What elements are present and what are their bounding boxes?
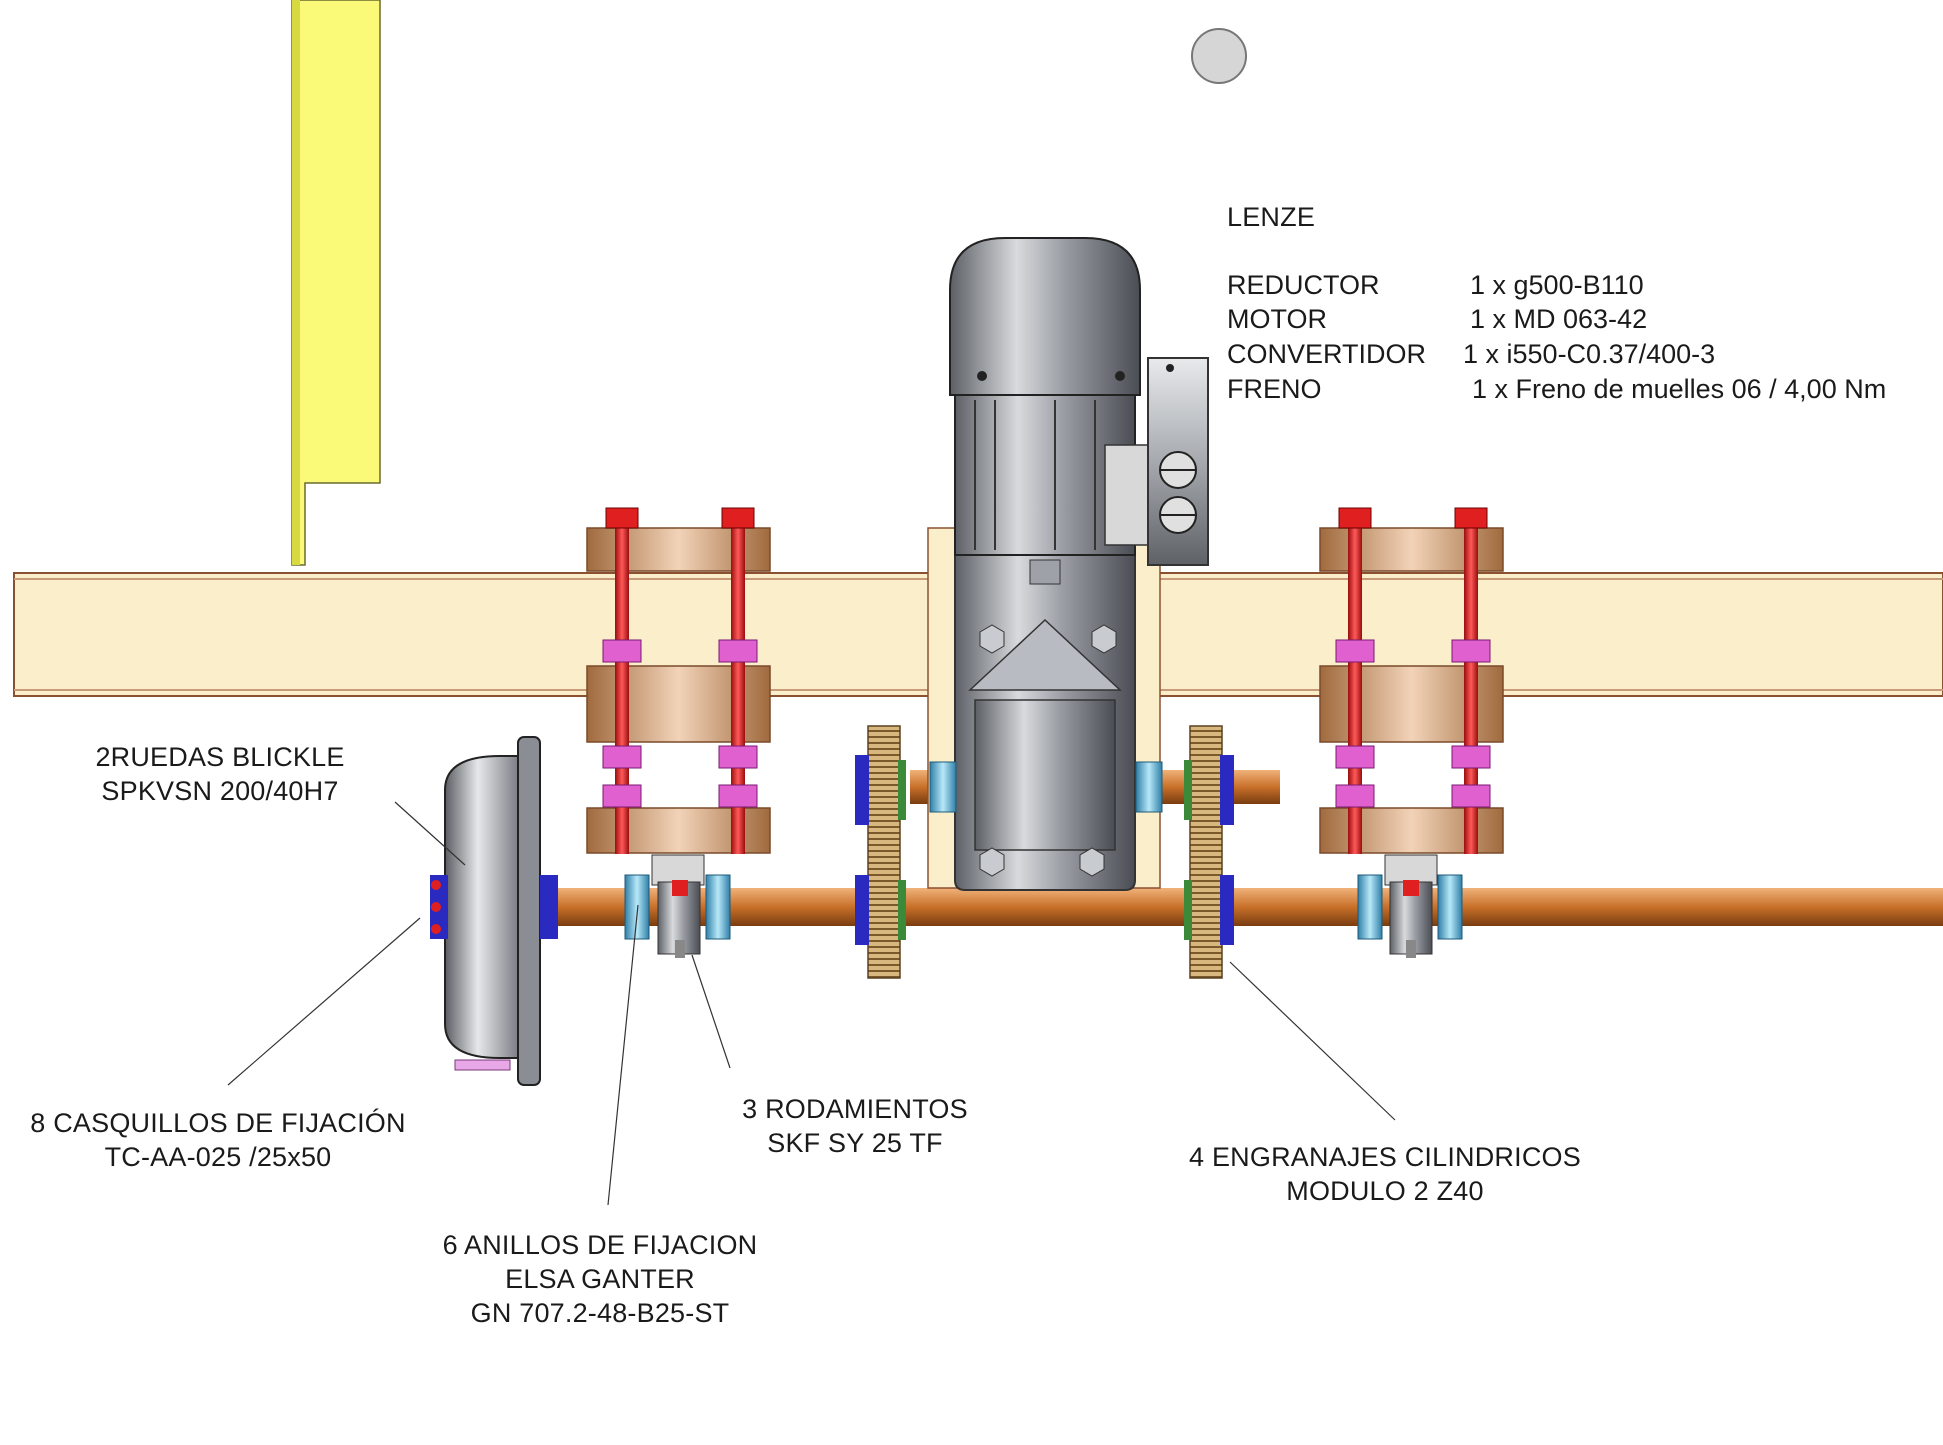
- callout-bushings-line1: 8 CASQUILLOS DE FIJACIÓN: [30, 1108, 406, 1138]
- terminal-box: [1104, 357, 1209, 566]
- callout-bearings-line2: SKF SY 25 TF: [767, 1128, 943, 1158]
- spec-key: CONVERTIDOR: [1227, 339, 1427, 369]
- spec-brand: LENZE: [1227, 202, 1316, 232]
- callout-wheels: 2RUEDAS BLICKLE SPKVSN 200/40H7: [70, 740, 370, 808]
- callout-bushings-line2: TC-AA-025 /25x50: [104, 1142, 332, 1172]
- spur-gear-right: [1184, 725, 1234, 979]
- reference-circle: [1191, 28, 1247, 84]
- spec-row-reductor: REDUCTOR: [1227, 268, 1380, 302]
- callout-rings-line3: GN 707.2-48-B25-ST: [470, 1298, 730, 1328]
- callout-gears-line1: 4 ENGRANAJES CILINDRICOS: [1189, 1142, 1581, 1172]
- collar-upper-right: [1135, 761, 1163, 813]
- collar-upper-left: [929, 761, 957, 813]
- bearing-left: [624, 854, 731, 958]
- spec-value-convertidor: 1 x i550-C0.37/400-3: [1463, 339, 1716, 369]
- spec-row-motor: MOTOR: [1227, 302, 1327, 336]
- callout-gears: 4 ENGRANAJES CILINDRICOS MODULO 2 Z40: [1160, 1140, 1610, 1208]
- callout-bushings: 8 CASQUILLOS DE FIJACIÓN TC-AA-025 /25x5…: [8, 1106, 428, 1174]
- yellow-support-post: [291, 0, 381, 566]
- spec-row-convertidor: CONVERTIDOR: [1227, 337, 1426, 371]
- spec-key: MOTOR: [1227, 304, 1327, 334]
- blickle-wheel: [430, 736, 558, 1086]
- clamp-assembly-left: [586, 507, 771, 854]
- gearbox-reducer: [954, 554, 1136, 891]
- spec-key: REDUCTOR: [1227, 270, 1380, 300]
- bearing-right: [1357, 854, 1463, 958]
- callout-gears-line2: MODULO 2 Z40: [1286, 1176, 1484, 1206]
- callout-wheels-line2: SPKVSN 200/40H7: [101, 776, 339, 806]
- callout-wheels-line1: 2RUEDAS BLICKLE: [95, 742, 345, 772]
- callout-rings-line1: 6 ANILLOS DE FIJACION: [442, 1230, 758, 1260]
- callout-bearings-line1: 3 RODAMIENTOS: [742, 1094, 968, 1124]
- callout-bearings: 3 RODAMIENTOS SKF SY 25 TF: [720, 1092, 990, 1160]
- leader-lines: [227, 801, 1396, 1206]
- spur-gear-left: [855, 725, 906, 979]
- clamp-assembly-right: [1319, 507, 1504, 854]
- spec-row-freno: FRENO: [1227, 372, 1322, 406]
- spec-key: FRENO: [1227, 374, 1322, 404]
- callout-rings-line2: ELSA GANTER: [505, 1264, 695, 1294]
- callout-rings: 6 ANILLOS DE FIJACION ELSA GANTER GN 707…: [420, 1228, 780, 1330]
- spec-value-freno: 1 x Freno de muelles 06 / 4,00 Nm: [1472, 374, 1887, 404]
- spec-value-motor: 1 x MD 063-42: [1470, 304, 1648, 334]
- spec-value-reductor: 1 x g500-B110: [1470, 270, 1644, 300]
